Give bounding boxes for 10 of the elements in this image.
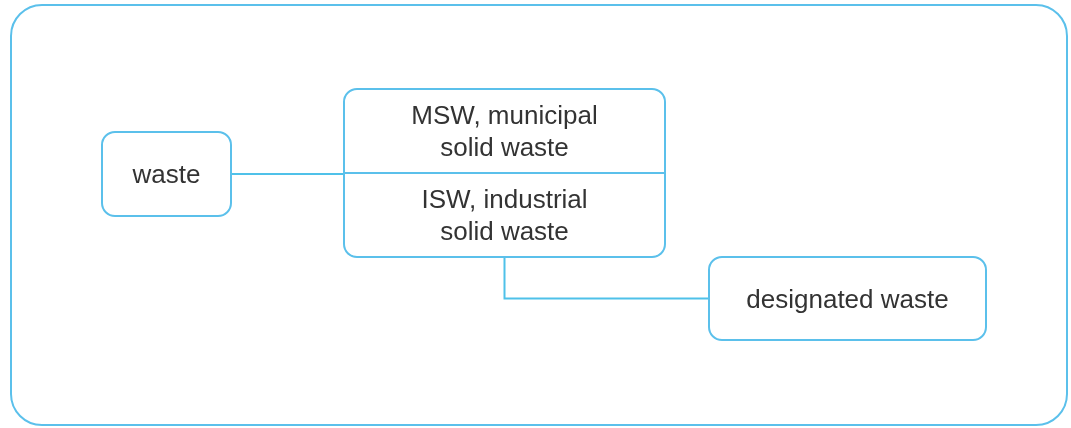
node-label: designated waste	[745, 282, 950, 315]
connector-line	[231, 173, 344, 175]
split-box	[343, 88, 666, 258]
connector-line	[503, 257, 709, 300]
frame-box	[10, 4, 1068, 426]
node-label: waste	[131, 158, 202, 190]
process-box	[101, 131, 232, 217]
node-label: MSW, municipal solid waste	[410, 99, 599, 163]
process-box	[708, 256, 987, 341]
node-label: ISW, industrial solid waste	[420, 183, 589, 247]
